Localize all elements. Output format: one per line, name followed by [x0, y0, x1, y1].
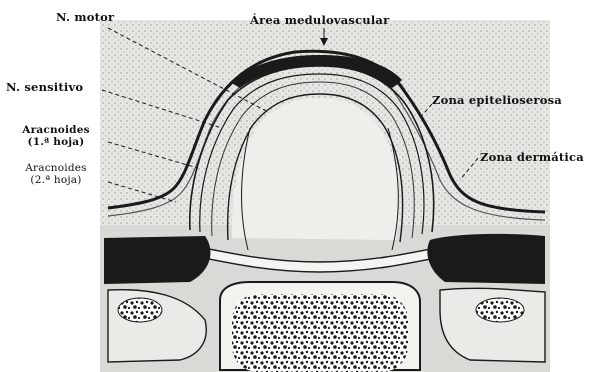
label-zona-epitelioserosa: Zona epitelioserosa: [432, 94, 562, 107]
label-zona-dermatica: Zona dermática: [480, 151, 584, 164]
label-n-sensitivo: N. sensitivo: [6, 81, 83, 94]
label-aracnoides-1-sub: (1.ª hoja): [14, 136, 98, 148]
label-area-medulovascular: Área medulovascular: [250, 14, 389, 27]
right-bone-spots: [476, 298, 524, 322]
label-n-motor: N. motor: [56, 11, 114, 24]
label-aracnoides-2-sub: (2.ª hoja): [14, 174, 98, 186]
label-aracnoides-2: Aracnoides (2.ª hoja): [14, 162, 98, 186]
label-aracnoides-1-name: Aracnoides: [14, 124, 98, 136]
right-muscle-mass: [427, 234, 545, 284]
left-muscle-mass: [104, 236, 210, 284]
label-aracnoides-1: Aracnoides (1.ª hoja): [14, 124, 98, 148]
left-bone-spots: [118, 298, 162, 322]
label-aracnoides-2-name: Aracnoides: [14, 162, 98, 174]
vertebral-body-spongiosa: [232, 294, 408, 372]
